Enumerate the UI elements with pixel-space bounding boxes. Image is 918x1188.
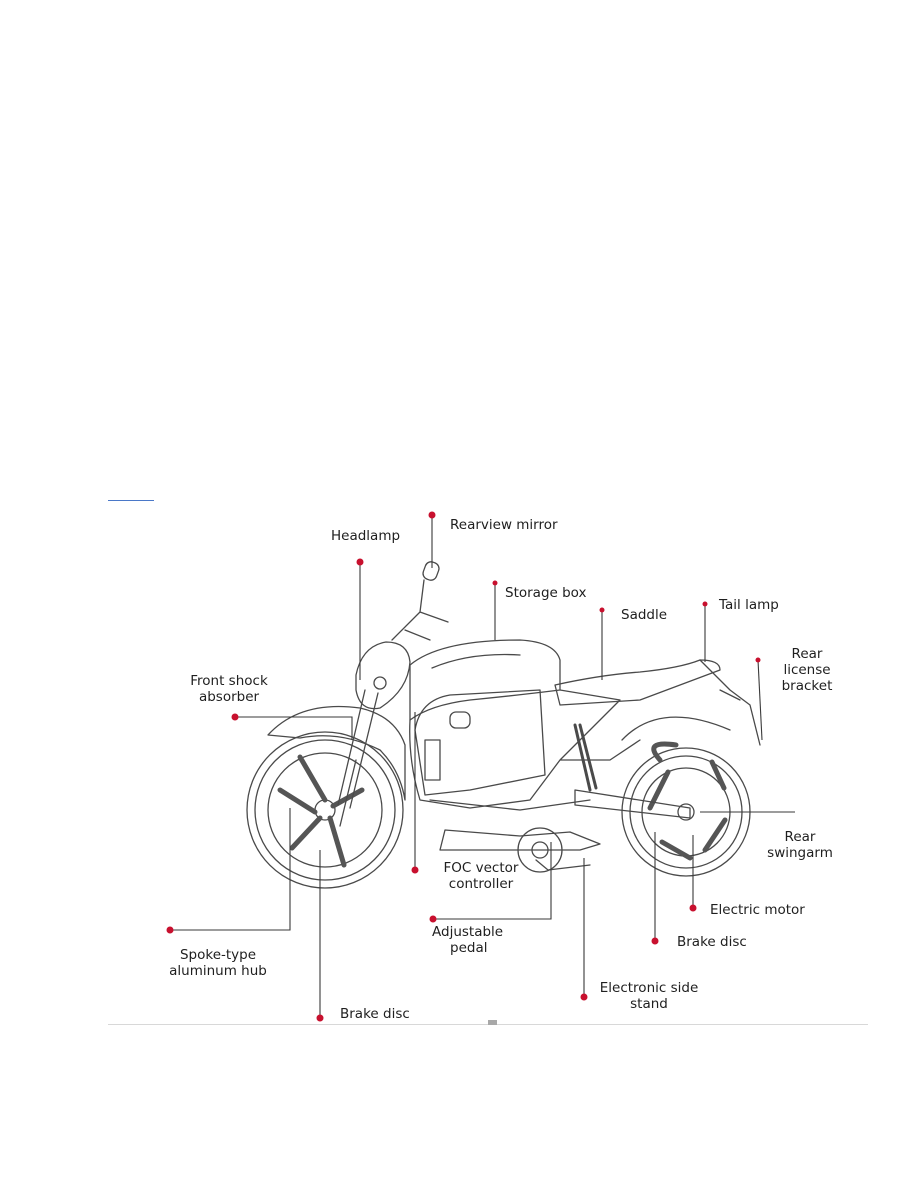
label-rear-license-bracket: Rear license bracket [781,646,833,694]
resize-handle[interactable] [488,1020,497,1025]
mirror [422,561,440,581]
tail [699,659,761,746]
front-fork [337,689,379,827]
callout-line-rear-license [757,659,763,741]
label-rear-swingarm: Rear swingarm [767,829,833,861]
rear-wheel [621,716,751,877]
tank [409,639,561,721]
label-brake-disc-rear: Brake disc [677,934,747,950]
label-headlamp: Headlamp [331,528,401,544]
swingarm [574,789,691,819]
label-spoke-type-aluminum-hub: Spoke-type aluminum hub [169,947,267,979]
callout-line-adjustable-pedal [433,842,552,920]
label-saddle: Saddle [621,607,668,623]
motorcycle-illustration [246,561,761,889]
handlebar [391,579,449,641]
label-brake-disc-front: Brake disc [340,1006,410,1022]
front-wheel [246,705,406,889]
callout-lines [170,515,795,1018]
callout-line-front-shock [235,716,353,740]
label-electric-motor: Electric motor [710,902,805,918]
label-front-shock-absorber: Front shock absorber [190,673,268,705]
frame [409,689,641,811]
label-foc-vector-controller: FOC vector controller [443,860,519,892]
label-rearview-mirror: Rearview mirror [450,517,558,533]
label-tail-lamp: Tail lamp [719,597,779,613]
callout-markers [166,511,761,1022]
label-storage-box: Storage box [505,585,587,601]
rear-shock [573,723,598,792]
callout-line-spoke-hub [170,808,291,931]
label-adjustable-pedal: Adjustable pedal [432,924,504,956]
label-electronic-side-stand: Electronic side stand [599,980,699,1012]
headlamp-cowl [355,641,411,710]
link-underline[interactable] [108,500,154,501]
saddle [554,659,721,706]
